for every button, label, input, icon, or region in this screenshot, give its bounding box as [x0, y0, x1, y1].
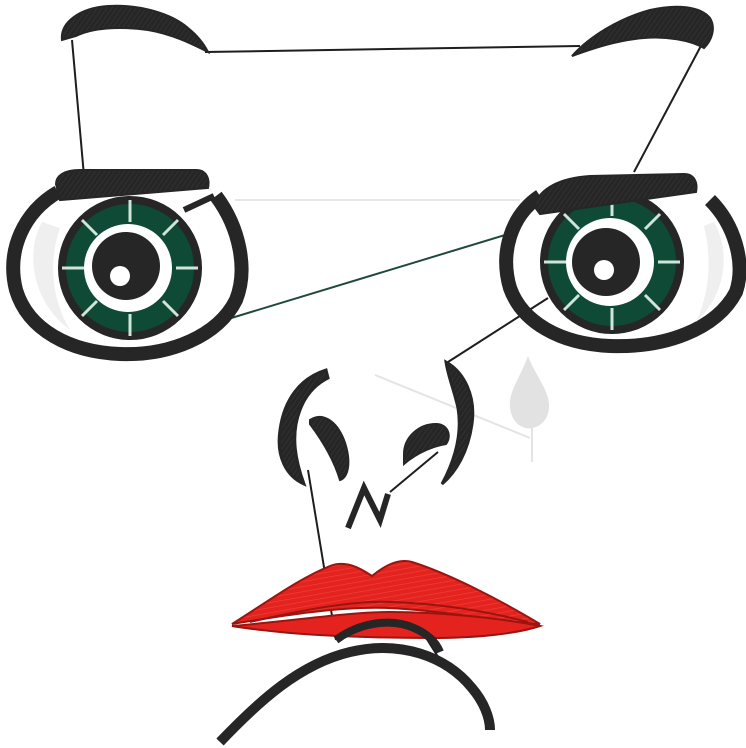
thread-nostril: [389, 451, 439, 493]
left-lash-flick: [182, 193, 216, 213]
lip-parting-line: [249, 600, 529, 623]
right-eye-white-shade: [696, 222, 724, 322]
left-eye-white-shade: [33, 222, 70, 330]
right-pupil-highlight: [594, 260, 614, 280]
right-eyebrow: [571, 5, 714, 57]
right-eye: [499, 172, 746, 354]
chin-upper-curve: [333, 618, 444, 654]
eyebrows: [60, 4, 714, 57]
thread-brow-bridge: [204, 45, 581, 53]
left-eyebrow: [60, 4, 211, 55]
nose-left-wing: [277, 368, 330, 487]
nose-left-nostril: [309, 415, 350, 482]
chin: [216, 618, 495, 746]
left-pupil-highlight: [110, 266, 130, 286]
nose-right-nostril: [403, 422, 450, 467]
thread-left-temple: [71, 39, 85, 177]
right-eye-outline: [499, 190, 746, 354]
left-upper-lash-band: [54, 169, 210, 202]
chin-lower-curve: [216, 643, 495, 746]
nose-septum: [345, 480, 391, 530]
left-eye-outline: [6, 185, 249, 362]
nose-right-wing: [440, 359, 475, 486]
left-pupil: [92, 232, 160, 300]
nose: [277, 359, 475, 530]
thread-right-eye-to-nose: [447, 297, 549, 363]
connecting-threads: [71, 39, 704, 661]
thread-right-temple: [633, 41, 704, 173]
thread-nose-to-mouth: [307, 469, 337, 641]
thread-nose-light: [374, 374, 531, 439]
tear-drop: [509, 356, 550, 429]
right-upper-lash-band: [532, 172, 698, 216]
left-eye: [6, 169, 249, 362]
thread-eye-diagonal: [204, 231, 516, 327]
left-iris-rays: [62, 200, 198, 336]
